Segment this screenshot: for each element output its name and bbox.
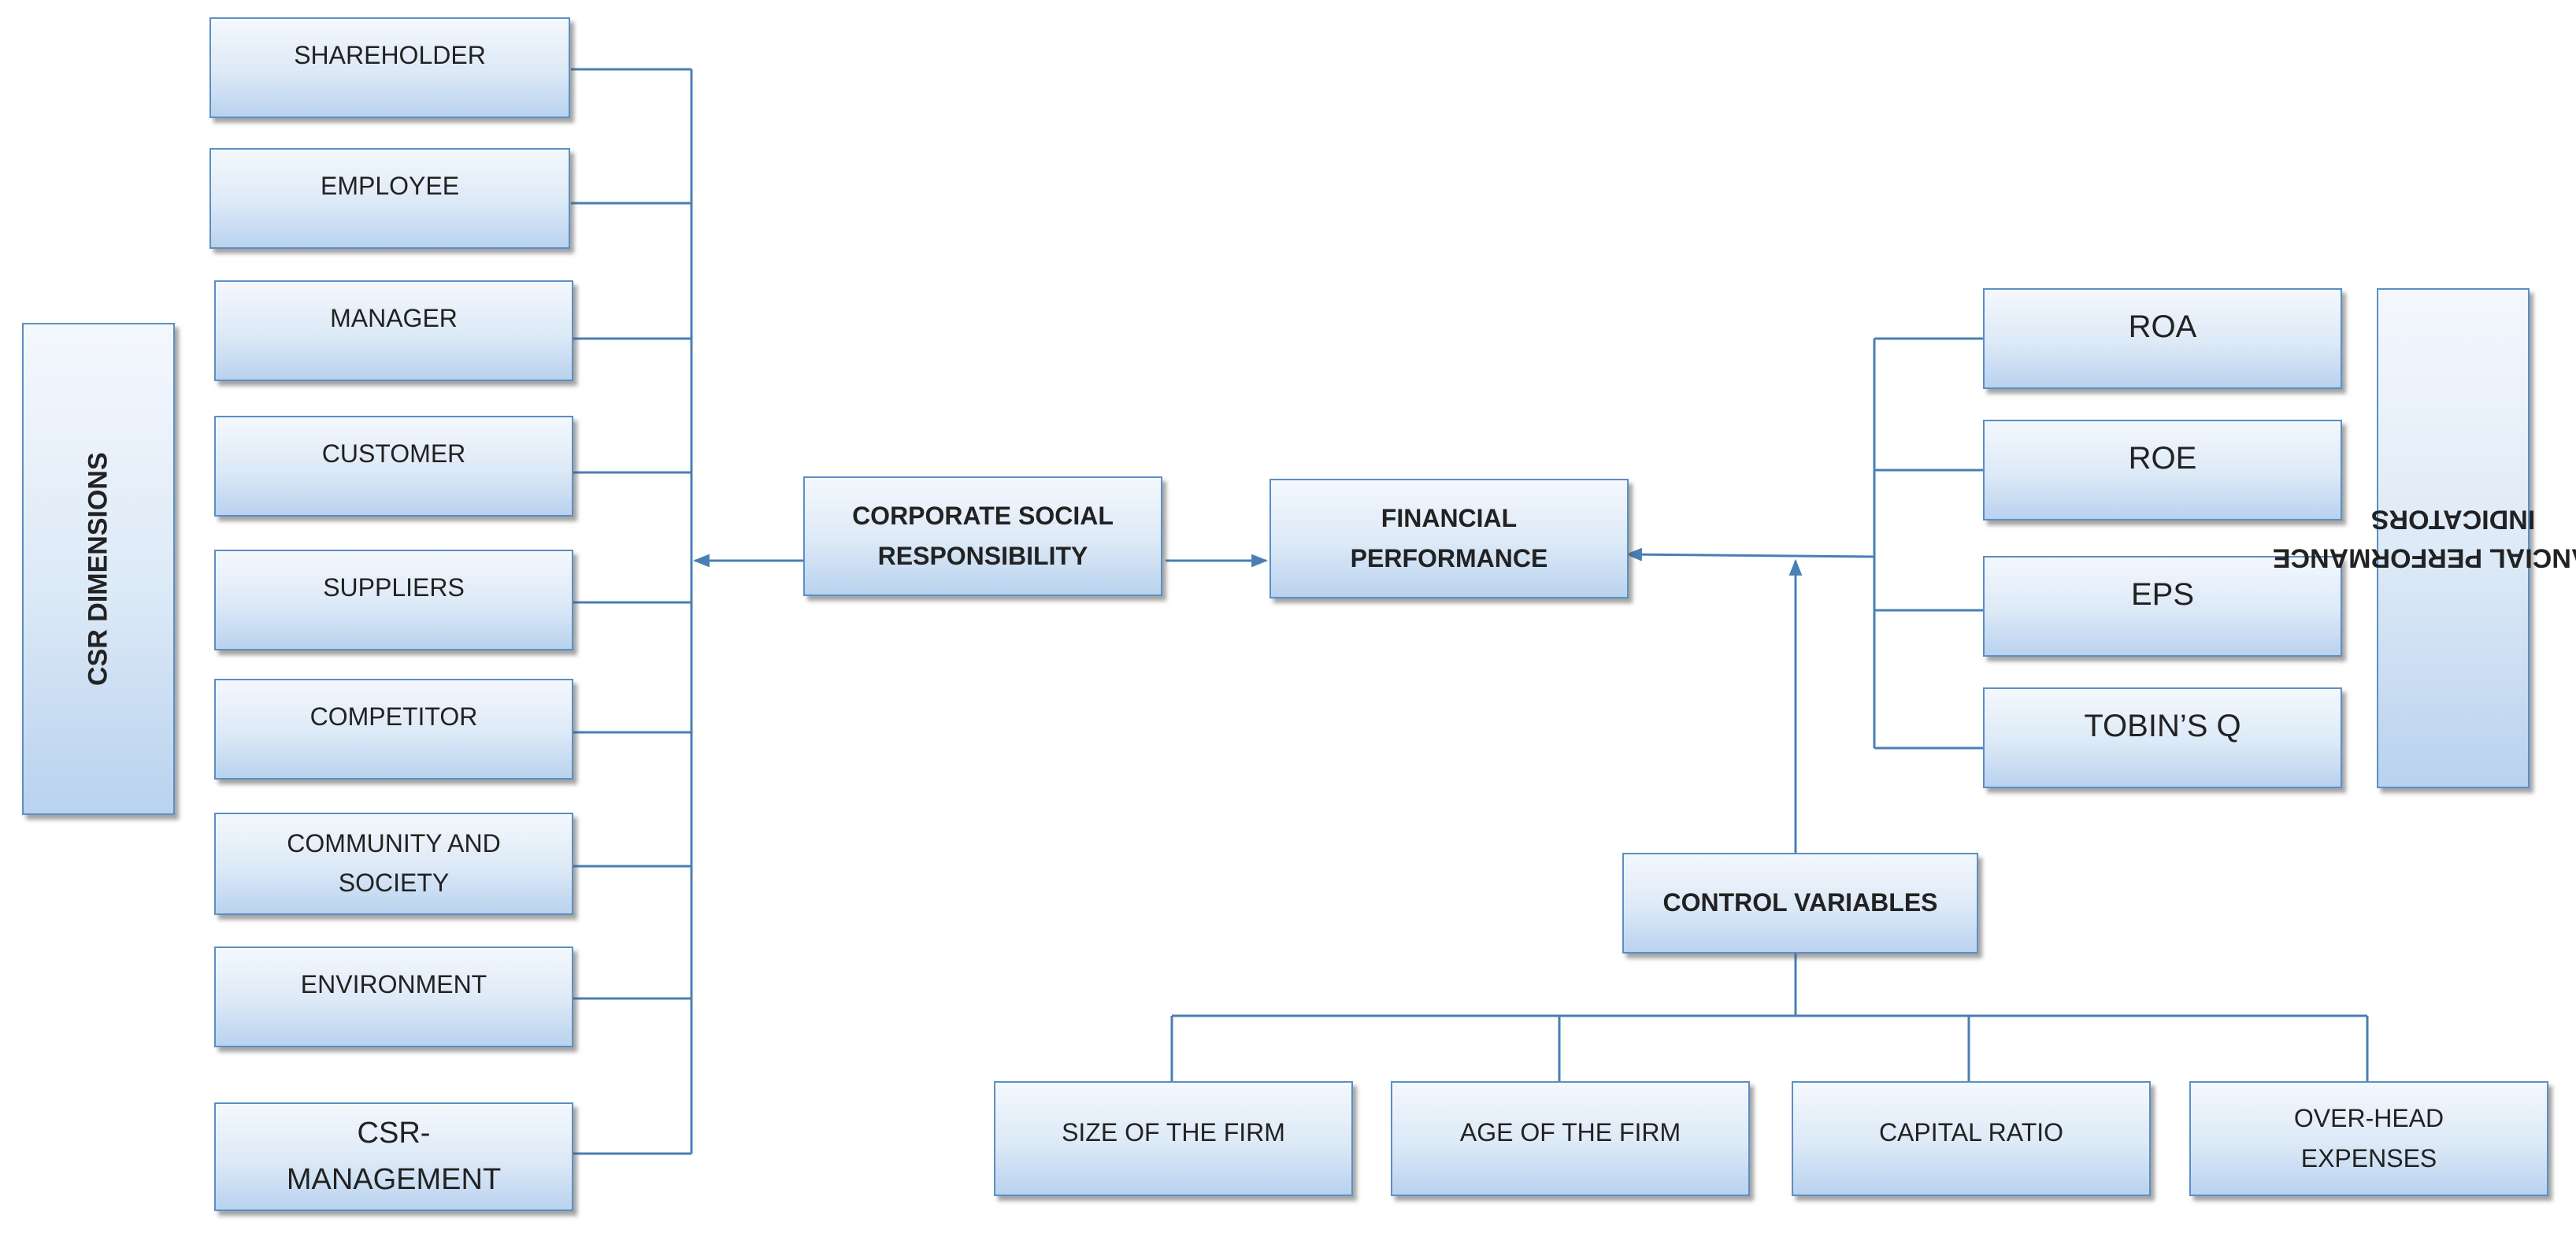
financial-performance-label: FINANCIAL PERFORMANCE xyxy=(1350,503,1548,572)
fpi-text: FINANCIAL PERFORMANCE INDICATORS xyxy=(2273,318,2576,759)
control-capital-ratio: CAPITAL RATIO xyxy=(1792,1081,2151,1196)
fpi-text-line: FINANCIAL PERFORMANCE INDICATORS xyxy=(2272,504,2576,573)
control-age-of-firm: AGE OF THE FIRM xyxy=(1391,1081,1750,1196)
indicator-label: ROA xyxy=(2128,309,2197,344)
indicator-label: EPS xyxy=(2130,576,2195,612)
indicator-label: TOBIN’S Q xyxy=(2084,708,2241,743)
indicator-roa: ROA xyxy=(1983,288,2342,389)
csr-dimensions-label: CSR DIMENSIONS xyxy=(22,323,175,815)
financial-performance-indicators-label: FINANCIAL PERFORMANCE INDICATORS xyxy=(2273,288,2576,788)
dimension-label: ENVIRONMENT xyxy=(300,970,487,999)
dimension-label: CSR-MANAGEMENT xyxy=(286,1117,502,1196)
control-variable-label: CAPITAL RATIO xyxy=(1878,1118,2064,1147)
dimension-competitor: COMPETITOR xyxy=(214,679,573,780)
control-variable-label: SIZE OF THE FIRM xyxy=(1062,1118,1285,1147)
dimension-customer: CUSTOMER xyxy=(214,416,573,517)
control-size-of-firm: SIZE OF THE FIRM xyxy=(994,1081,1353,1196)
control-overhead-expenses: OVER-HEAD EXPENSES xyxy=(2189,1081,2548,1196)
control-variables-box: CONTROL VARIABLES xyxy=(1622,853,1978,954)
dimension-employee: EMPLOYEE xyxy=(209,148,570,249)
dimension-label: CUSTOMER xyxy=(321,439,466,469)
indicator-label: ROE xyxy=(2128,440,2197,476)
dimension-label: EMPLOYEE xyxy=(320,172,460,201)
dimension-shareholder: SHAREHOLDER xyxy=(209,17,570,118)
control-variable-label: AGE OF THE FIRM xyxy=(1459,1118,1681,1147)
dimension-label: SUPPLIERS xyxy=(323,573,465,602)
control-variable-label: OVER-HEAD EXPENSES xyxy=(2293,1103,2444,1172)
dimension-environment: ENVIRONMENT xyxy=(214,946,573,1047)
dimension-label: COMMUNITY AND SOCIETY xyxy=(287,829,501,897)
dimension-community-society: COMMUNITY AND SOCIETY xyxy=(214,813,573,915)
dimension-suppliers: SUPPLIERS xyxy=(214,550,573,650)
financial-performance-box: FINANCIAL PERFORMANCE xyxy=(1269,479,1629,598)
dimension-label: COMPETITOR xyxy=(309,702,478,732)
dimension-manager: MANAGER xyxy=(214,280,573,381)
csr-dimensions-text: CSR DIMENSIONS xyxy=(83,452,113,686)
corporate-social-responsibility-box: CORPORATE SOCIAL RESPONSIBILITY xyxy=(803,476,1162,596)
indicator-roe: ROE xyxy=(1983,420,2342,520)
dimension-label: MANAGER xyxy=(330,304,458,333)
dimension-label: SHAREHOLDER xyxy=(294,41,486,70)
control-variables-label: CONTROL VARIABLES xyxy=(1662,888,1938,917)
indicator-tobins-q: TOBIN’S Q xyxy=(1983,687,2342,788)
indicator-eps: EPS xyxy=(1983,556,2342,657)
dimension-csr-management: CSR-MANAGEMENT xyxy=(214,1102,573,1211)
csr-label: CORPORATE SOCIAL RESPONSIBILITY xyxy=(852,501,1114,570)
